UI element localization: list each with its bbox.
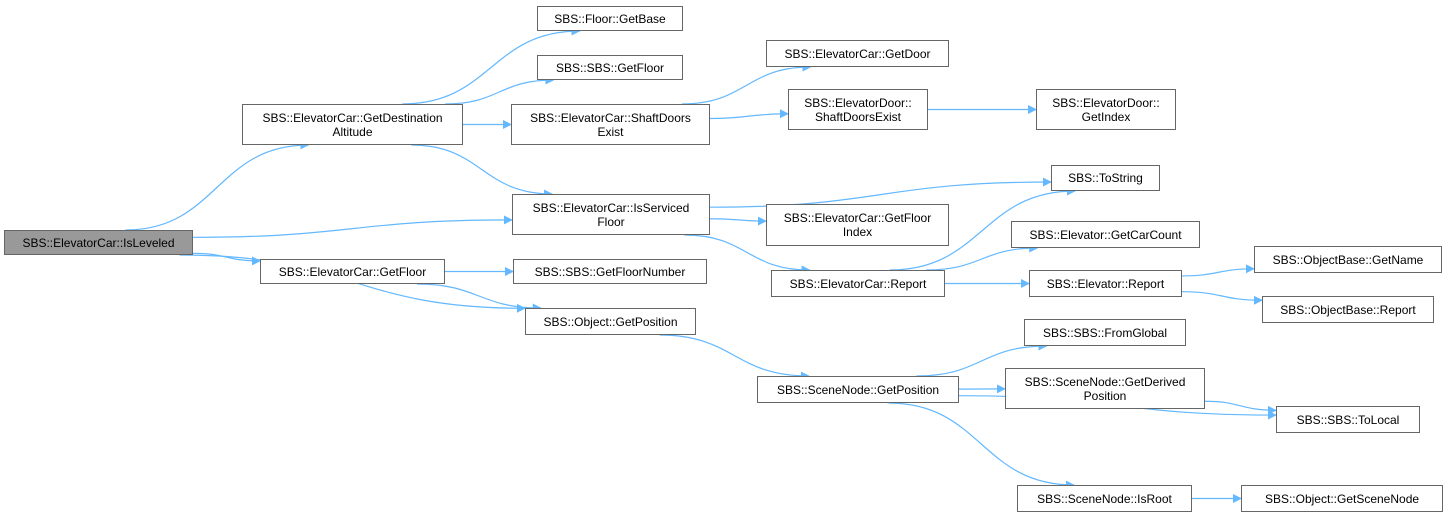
edge-root-to-n_ec_isservicedfloor <box>192 215 513 238</box>
edge-n_el_report-to-n_ob_getname <box>1181 264 1255 277</box>
node-label: SBS::Floor::GetBase <box>554 11 666 26</box>
node-label-line-2: GetIndex <box>1081 109 1131 124</box>
edge-n_ec_getdestalt-to-n_ec_isservicedfloor <box>411 144 554 199</box>
node-elevatordoor-shaftdoorsexist[interactable]: SBS::ElevatorDoor:: ShaftDoorsExist <box>788 89 928 130</box>
node-label: SBS::ElevatorCar::IsLeveled <box>22 235 175 250</box>
node-label-line-1: SBS::ElevatorCar::IsServiced <box>532 200 690 215</box>
node-sbs-getfloor[interactable]: SBS::SBS::GetFloor <box>537 55 683 80</box>
node-label: SBS::ToString <box>1068 171 1143 185</box>
edge-root-to-n_ec_getdestalt <box>125 140 310 231</box>
edge-n_ec_shaftdoorsexist-to-n_ec_getdoor <box>681 62 812 105</box>
edge-n_ec_report-to-n_tostring <box>889 186 1076 271</box>
node-label: SBS::Elevator::GetCarCount <box>1029 227 1182 242</box>
node-label: SBS::ElevatorCar::GetDoor <box>784 46 931 61</box>
node-label-line-1: SBS::ElevatorCar::ShaftDoors <box>530 110 691 125</box>
node-label-line-1: SBS::ElevatorCar::GetDestination <box>262 110 443 125</box>
node-sbs-fromglobal[interactable]: SBS::SBS::FromGlobal <box>1024 319 1186 346</box>
node-elevatorcar-report[interactable]: SBS::ElevatorCar::Report <box>771 270 945 297</box>
node-label-line-2: Position <box>1083 388 1127 403</box>
edge-n_obj_getposition-to-n_sn_getposition <box>659 334 810 381</box>
node-elevatorcar-getdoor[interactable]: SBS::ElevatorCar::GetDoor <box>766 40 949 67</box>
node-elevatorcar-shaftdoorsexist[interactable]: SBS::ElevatorCar::ShaftDoors Exist <box>511 104 710 145</box>
node-label: SBS::SceneNode::GetPosition <box>776 382 940 397</box>
node-objectbase-report[interactable]: SBS::ObjectBase::Report <box>1262 296 1434 323</box>
node-object-getposition[interactable]: SBS::Object::GetPosition <box>525 308 696 335</box>
node-label: SBS::SceneNode::IsRoot <box>1037 491 1172 506</box>
edge-n_ec_getdestalt-to-n_sbs_getfloor <box>445 75 555 105</box>
node-label: SBS::SBS::FromGlobal <box>1042 325 1168 340</box>
edge-n_el_report-to-n_ob_report <box>1181 291 1263 305</box>
node-label-line-2: Index <box>842 225 873 239</box>
node-label-line-2: Floor <box>597 214 625 229</box>
node-label-line-1: SBS::ElevatorDoor:: <box>804 95 912 110</box>
node-elevatorcar-getdestinationaltitude[interactable]: SBS::ElevatorCar::GetDestination Altitud… <box>242 104 463 145</box>
node-elevator-getcarcount[interactable]: SBS::Elevator::GetCarCount <box>1011 221 1200 248</box>
edge-n_ec_shaftdoorsexist-to-n_ed_shaftdoorsexist <box>709 109 789 120</box>
node-scenenode-isroot[interactable]: SBS::SceneNode::IsRoot <box>1017 485 1192 512</box>
node-elevatordoor-getindex[interactable]: SBS::ElevatorDoor:: GetIndex <box>1036 89 1176 130</box>
node-label: SBS::ElevatorCar::GetFloor <box>278 264 427 279</box>
edge-n_sn_getposition-to-n_sbs_fromglobal <box>916 341 1048 377</box>
edge-n_sn_getposition-to-n_sn_isroot <box>888 402 1075 490</box>
edge-n_sn_getderivedposition-to-n_sbs_tolocal <box>1204 400 1277 415</box>
node-label: SBS::Object::GetSceneNode <box>1264 491 1420 506</box>
node-elevator-report[interactable]: SBS::Elevator::Report <box>1029 270 1182 297</box>
node-label: SBS::ObjectBase::GetName <box>1272 252 1424 267</box>
node-label-line-1: SBS::SceneNode::GetDerived <box>1024 374 1186 389</box>
node-floor-getbase[interactable]: SBS::Floor::GetBase <box>537 6 683 31</box>
node-object-getscenenode[interactable]: SBS::Object::GetSceneNode <box>1241 485 1443 512</box>
node-elevatorcar-getfloor[interactable]: SBS::ElevatorCar::GetFloor <box>260 259 445 284</box>
node-label-line-1: SBS::ElevatorCar::GetFloor <box>783 211 932 225</box>
node-elevatorcar-isleveled: SBS::ElevatorCar::IsLeveled <box>4 230 193 255</box>
node-label: SBS::Object::GetPosition <box>543 314 678 329</box>
node-elevatorcar-getfloorindex[interactable]: SBS::ElevatorCar::GetFloor Index <box>766 204 949 246</box>
node-sbs-getfloornumber[interactable]: SBS::SBS::GetFloorNumber <box>513 259 707 284</box>
edge-n_ec_isservicedfloor-to-n_ec_getfloorindex <box>709 216 767 226</box>
node-scenenode-getderivedposition[interactable]: SBS::SceneNode::GetDerived Position <box>1005 368 1205 409</box>
node-sbs-tolocal[interactable]: SBS::SBS::ToLocal <box>1276 406 1420 433</box>
node-label: SBS::SBS::GetFloorNumber <box>534 264 686 279</box>
node-label: SBS::SBS::ToLocal <box>1296 412 1400 427</box>
node-label: SBS::ObjectBase::Report <box>1280 302 1416 317</box>
node-scenenode-getposition[interactable]: SBS::SceneNode::GetPosition <box>757 376 959 403</box>
node-label-line-2: Exist <box>597 124 624 139</box>
edge-n_ec_getfloor-to-n_obj_getposition <box>416 283 542 313</box>
node-label: SBS::Elevator::Report <box>1046 276 1165 291</box>
node-label-line-2: Altitude <box>332 124 373 139</box>
edge-n_ec_getdestalt-to-n_floor_getbase <box>402 26 581 105</box>
edge-n_ec_report-to-n_el_getcarcount <box>926 243 1039 271</box>
node-label-line-2: ShaftDoorsExist <box>814 109 902 124</box>
node-tostring[interactable]: SBS::ToString <box>1051 165 1160 191</box>
edge-n_ec_isservicedfloor-to-n_ec_report <box>684 234 811 275</box>
node-label-line-1: SBS::ElevatorDoor:: <box>1052 95 1160 110</box>
node-label: SBS::SBS::GetFloor <box>555 60 665 75</box>
node-elevatorcar-isservicedfloor[interactable]: SBS::ElevatorCar::IsServiced Floor <box>512 194 710 235</box>
node-label: SBS::ElevatorCar::Report <box>789 276 927 291</box>
node-objectbase-getname[interactable]: SBS::ObjectBase::GetName <box>1254 246 1442 273</box>
